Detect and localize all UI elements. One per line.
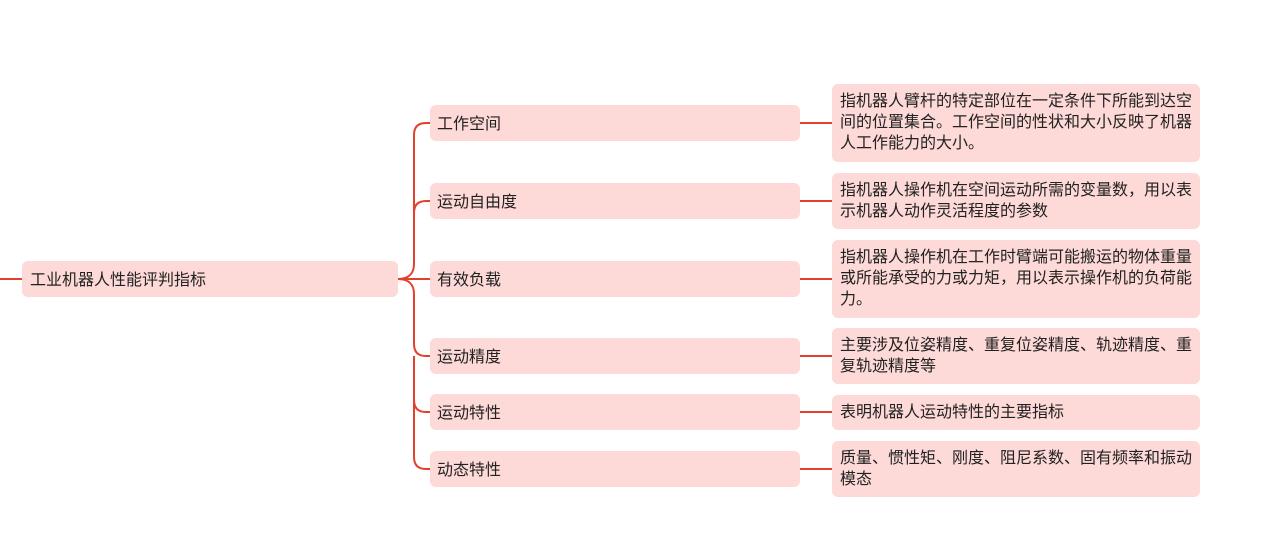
connector-to-branch-4 — [413, 399, 430, 413]
branch-node-label: 运动特性 — [437, 402, 502, 422]
leaf-node-workspace[interactable]: 指机器人臂杆的特定部位在一定条件下所能到达空间的位置集合。工作空间的性状和大小反… — [832, 84, 1200, 162]
branch-node-workspace[interactable]: 工作空间 — [430, 105, 800, 141]
leaf-node-text: 主要涉及位姿精度、重复位姿精度、轨迹精度、重复轨迹精度等 — [840, 335, 1193, 375]
connector-to-branch-0 — [397, 122, 430, 280]
root-node-label: 工业机器人性能评判指标 — [30, 269, 207, 289]
leaf-node-motion-characteristics[interactable]: 表明机器人运动特性的主要指标 — [832, 395, 1200, 430]
branch-node-dynamic-characteristics[interactable]: 动态特性 — [430, 451, 800, 487]
connector-to-branch-1 — [413, 200, 430, 214]
branch-node-motion-characteristics[interactable]: 运动特性 — [430, 394, 800, 430]
leaf-node-degrees-of-freedom[interactable]: 指机器人操作机在空间运动所需的变量数，用以表示机器人动作灵活程度的参数 — [832, 173, 1200, 229]
connector-to-branch-5 — [413, 356, 430, 470]
connector-to-branch-3 — [397, 278, 430, 357]
branch-node-label: 运动精度 — [437, 346, 502, 366]
root-node[interactable]: 工业机器人性能评判指标 — [22, 261, 398, 297]
leaf-node-dynamic-characteristics[interactable]: 质量、惯性矩、刚度、阻尼系数、固有频率和振动模态 — [832, 441, 1200, 497]
branch-node-label: 运动自由度 — [437, 191, 518, 211]
branch-node-label: 工作空间 — [437, 113, 502, 133]
leaf-node-payload[interactable]: 指机器人操作机在工作时臂端可能搬运的物体重量或所能承受的力或力矩，用以表示操作机… — [832, 240, 1200, 318]
branch-node-payload[interactable]: 有效负载 — [430, 261, 800, 297]
branch-node-label: 动态特性 — [437, 459, 502, 479]
branch-node-label: 有效负载 — [437, 269, 502, 289]
leaf-node-text: 表明机器人运动特性的主要指标 — [840, 402, 1065, 421]
leaf-node-text: 质量、惯性矩、刚度、阻尼系数、固有频率和振动模态 — [840, 448, 1193, 488]
leaf-node-text: 指机器人臂杆的特定部位在一定条件下所能到达空间的位置集合。工作空间的性状和大小反… — [840, 91, 1193, 152]
leaf-node-text: 指机器人操作机在工作时臂端可能搬运的物体重量或所能承受的力或力矩，用以表示操作机… — [840, 247, 1193, 308]
branch-node-accuracy[interactable]: 运动精度 — [430, 338, 800, 374]
leaf-node-text: 指机器人操作机在空间运动所需的变量数，用以表示机器人动作灵活程度的参数 — [840, 180, 1193, 220]
leaf-node-accuracy[interactable]: 主要涉及位姿精度、重复位姿精度、轨迹精度、重复轨迹精度等 — [832, 328, 1200, 384]
branch-node-degrees-of-freedom[interactable]: 运动自由度 — [430, 183, 800, 219]
